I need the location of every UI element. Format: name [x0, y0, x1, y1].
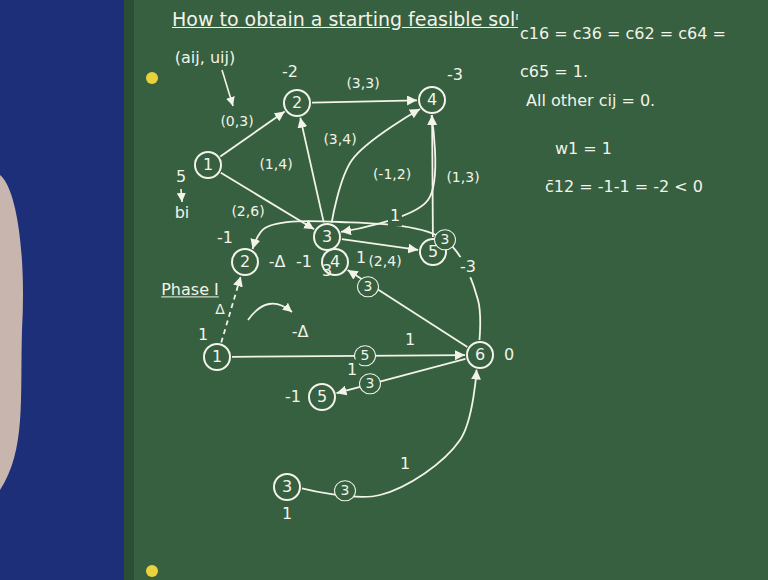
arc-label: (1,3) — [444, 169, 481, 186]
node-value: -2 — [280, 62, 300, 82]
flow-value: 3 — [357, 276, 379, 297]
node-number: 3 — [282, 479, 292, 495]
node-number: 1 — [203, 157, 213, 173]
board-note: bi — [173, 202, 192, 223]
board-note: -Δ — [267, 251, 288, 272]
arc-label: (2,6) — [229, 203, 266, 220]
board — [134, 0, 768, 580]
board-note: (aij, uij) — [173, 47, 237, 68]
arc-label: (-1,2) — [371, 166, 413, 183]
node-number: 4 — [330, 254, 340, 270]
node-number: 6 — [475, 347, 485, 363]
node-circle: 2-2 — [283, 89, 311, 117]
arc-label: (3,4) — [321, 131, 358, 148]
node-number: 3 — [322, 229, 332, 245]
node-number: 1 — [212, 349, 222, 365]
node-value: 1 — [280, 504, 294, 524]
magnet-dot — [146, 565, 158, 577]
node-circle: 33 — [313, 223, 341, 251]
board-frame — [124, 0, 768, 580]
node-value: 1 — [196, 325, 210, 345]
person-edge — [0, 175, 23, 490]
board-note: 1 — [388, 205, 402, 226]
node-circle: 31 — [273, 473, 301, 501]
flow-value: 3 — [334, 480, 356, 501]
node-circle: 4-1 — [321, 248, 349, 276]
arc-label: (0,3) — [218, 113, 255, 130]
node-number: 2 — [240, 254, 250, 270]
node-value: -1 — [283, 387, 303, 407]
node-value: -1 — [294, 252, 314, 272]
node-circle: 11 — [203, 343, 231, 371]
magnet-dot — [146, 72, 158, 84]
flow-arc — [232, 355, 465, 357]
node-number: 4 — [427, 92, 437, 108]
node-circle: 60 — [466, 341, 494, 369]
board-note: 1 — [354, 247, 368, 268]
flow-arc — [312, 100, 417, 102]
board-note: -Δ — [290, 321, 311, 342]
board-note: Phase I — [159, 279, 221, 300]
node-circle: 4-3 — [418, 86, 446, 114]
flow-arc — [253, 221, 481, 340]
flow-arc — [332, 109, 420, 223]
node-value: 5 — [174, 167, 188, 187]
node-value: 0 — [502, 345, 516, 365]
cycle-arrow — [248, 304, 292, 320]
flow-arc — [336, 359, 465, 393]
board-note: 1 — [398, 453, 412, 474]
board-note: 1 — [345, 359, 359, 380]
flow-value: 3 — [434, 229, 456, 250]
flow-arc — [431, 115, 434, 237]
board-note: c16 = c36 = c62 = c64 = c65 = 1. — [518, 14, 732, 92]
node-value: -3 — [458, 257, 478, 277]
node-number: 2 — [292, 95, 302, 111]
node-value: -1 — [215, 228, 235, 248]
leader-arrow — [181, 189, 182, 202]
title: How to obtain a starting feasible solⁿ — [172, 8, 523, 30]
arc-label: (2,4) — [366, 253, 403, 270]
flow-arc — [302, 370, 477, 497]
flow-arc — [300, 118, 323, 223]
board-note: 1 — [403, 329, 417, 350]
arc-label: (3,3) — [344, 75, 381, 92]
leader-arrow — [222, 70, 233, 106]
node-value: -3 — [445, 65, 465, 85]
board-note: w1 = 1 — [553, 138, 614, 159]
node-circle: 2-1 — [231, 248, 259, 276]
board-note: c̄12 = -1-1 = -2 < 0 — [543, 176, 705, 197]
arc-label: Δ — [213, 301, 227, 318]
flow-value: 3 — [359, 373, 381, 394]
arc-label: (1,4) — [257, 156, 294, 173]
board-note: All other cij = 0. — [524, 90, 657, 111]
node-circle: 15 — [194, 151, 222, 179]
node-number: 5 — [317, 389, 327, 405]
node-circle: 5-1 — [308, 383, 336, 411]
